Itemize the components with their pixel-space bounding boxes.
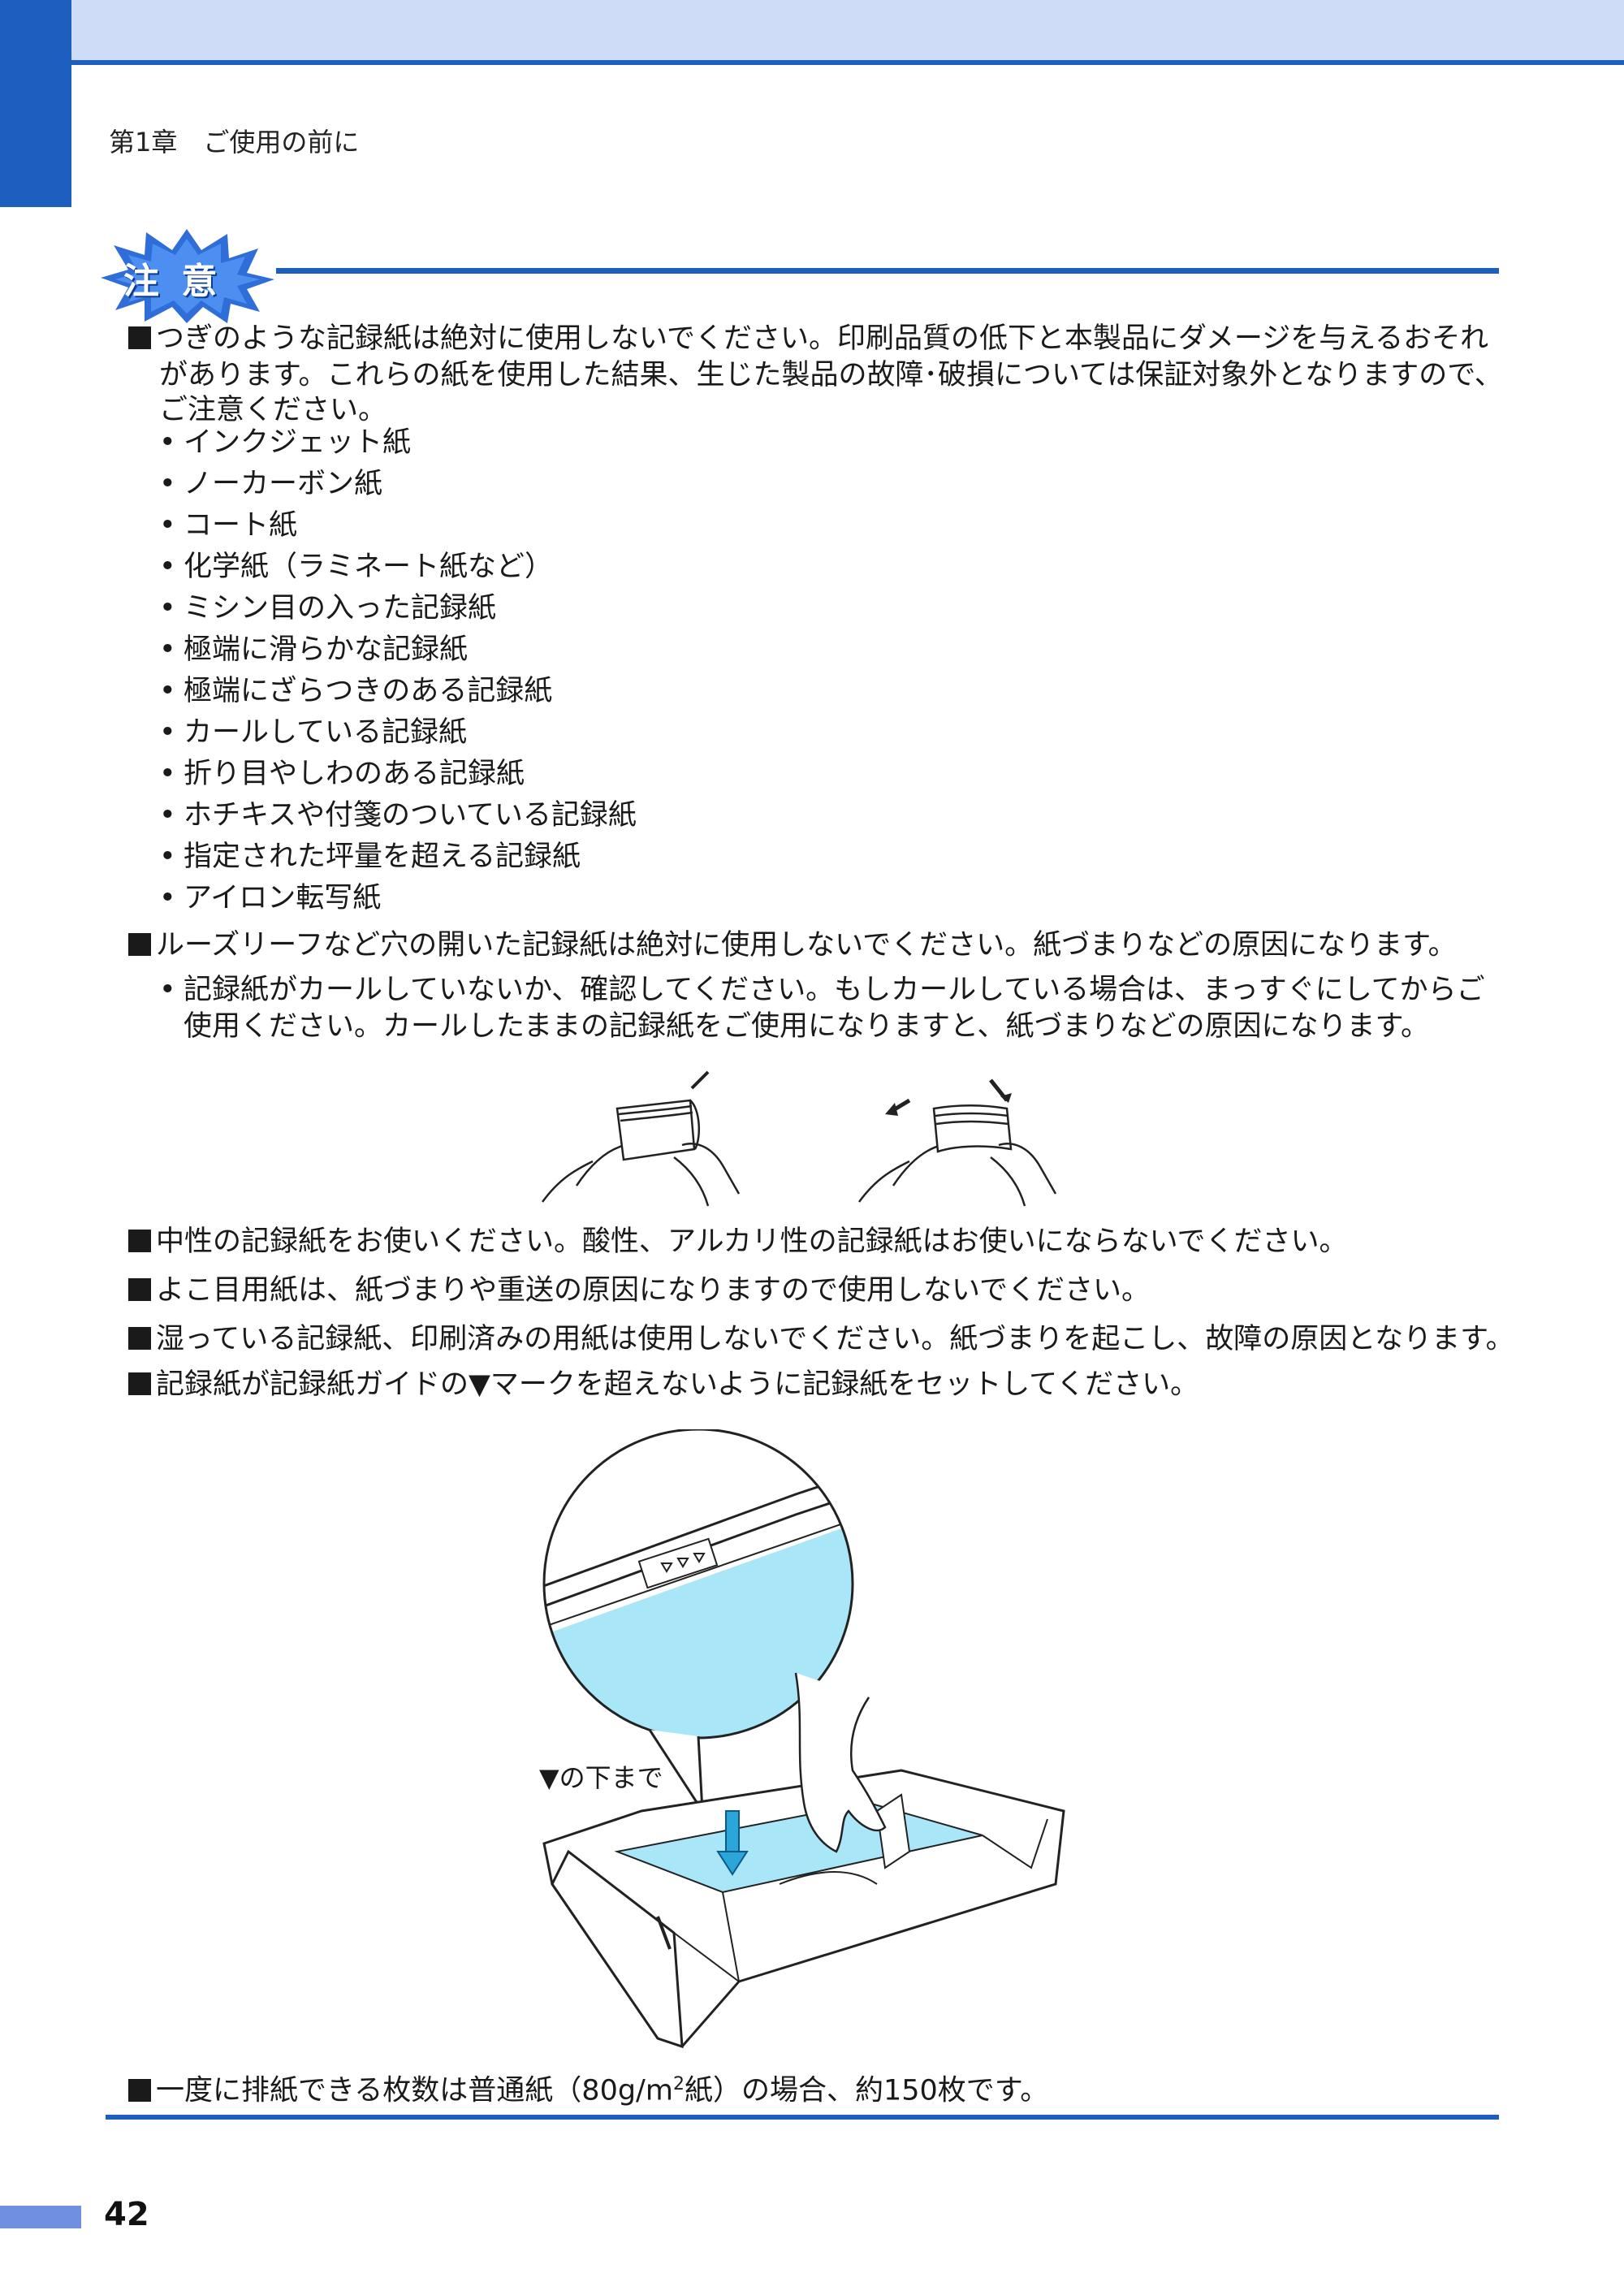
damp-paper-note: 湿っている記録紙、印刷済みの用紙は使用しないでください。紙づまりを起こし、故障の…: [128, 1322, 1514, 1356]
header-rule: [70, 60, 1624, 65]
intro-line-2: があります。これらの紙を使用した結果、生じた製品の故障･破損については保証対象外…: [159, 359, 1503, 391]
list-item: •極端に滑らかな記録紙: [159, 633, 469, 666]
caution-badge: 注 意: [97, 227, 276, 328]
caution-label: 注 意: [123, 261, 222, 302]
list-item: •指定された坪量を超える記録紙: [159, 841, 581, 873]
intro-line-1: つぎのような記録紙は絶対に使用しないでください。印刷品質の低下と本製品にダメージ…: [128, 322, 1488, 356]
square-bullet-icon: [128, 1327, 151, 1350]
list-item: •折り目やしわのある記録紙: [159, 758, 525, 790]
page-tab: [0, 2206, 81, 2228]
list-item: •極端にざらつきのある記録紙: [159, 675, 553, 707]
square-bullet-icon: [128, 933, 151, 956]
output-capacity-note: 一度に排紙できる枚数は普通紙（80g/m2紙）の場合、約150枚です。: [128, 2068, 1048, 2108]
list-item: •コート紙: [159, 509, 298, 542]
square-bullet-icon: [128, 2078, 151, 2102]
neutral-paper-note: 中性の記録紙をお使いください。酸性、アルカリ性の記録紙はお使いにならないでくださ…: [128, 1225, 1348, 1259]
curl-line-2: 使用ください。カールしたままの記録紙をご使用になりますと、紙づまりなどの原因にな…: [184, 1010, 1430, 1043]
tray-fill-label: ▼の下まで: [539, 1762, 663, 1793]
square-bullet-icon: [128, 1230, 151, 1252]
list-item: •ノーカーボン紙: [159, 468, 383, 500]
square-bullet-icon: [128, 326, 151, 349]
header-band: [0, 0, 1624, 65]
chapter-tab: [0, 0, 71, 207]
list-item: •化学紙（ラミネート紙など）: [159, 551, 554, 583]
square-bullet-icon: [128, 1372, 151, 1395]
paper-tray-illustration: [542, 1429, 1065, 2049]
square-bullet-icon: [128, 1278, 151, 1301]
chapter-title: 第1章 ご使用の前に: [109, 127, 360, 158]
list-item: •ミシン目の入った記録紙: [159, 592, 497, 625]
caution-rule: [276, 268, 1499, 274]
footer-rule: [106, 2115, 1499, 2120]
unsuitable-paper-list: •インクジェット紙 •ノーカーボン紙 •コート紙 •化学紙（ラミネート紙など） …: [159, 422, 637, 919]
list-item: •アイロン転写紙: [159, 882, 382, 914]
list-item: •カールしている記録紙: [159, 716, 467, 749]
list-item: •ホチキスや付箋のついている記録紙: [159, 799, 637, 832]
curl-line-1: •記録紙がカールしていないか、確認してください。もしカールしている場合は、まっす…: [159, 974, 1485, 1006]
caution-burst-icon: [101, 229, 274, 323]
grain-paper-note: よこ目用紙は、紙づまりや重送の原因になりますので使用しないでください。: [128, 1273, 1150, 1307]
list-item: •インクジェット紙: [159, 426, 412, 459]
loose-leaf-note: ルーズリーフなど穴の開いた記録紙は絶対に使用しないでください。紙づまりなどの原因…: [128, 928, 1457, 962]
page-number: 42: [104, 2196, 149, 2233]
curl-paper-illustration: [541, 1070, 1057, 1207]
intro-line-3: ご注意ください。: [159, 394, 387, 426]
guide-mark-note: 記録紙が記録紙ガイドの▼マークを超えないように記録紙をセットしてください。: [128, 1368, 1199, 1402]
